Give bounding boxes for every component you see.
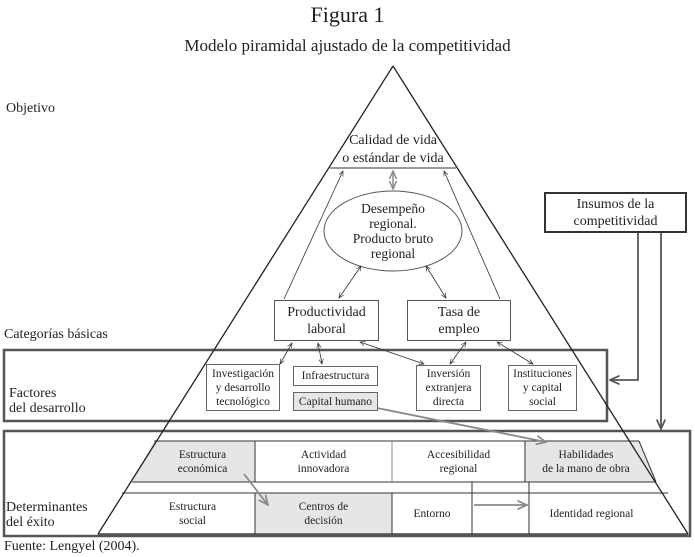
category-tasa-de-empleo: Tasa de empleo xyxy=(407,300,511,341)
row2-highlight xyxy=(255,493,392,533)
label-objetivo: Objetivo xyxy=(6,101,55,116)
factores-frame xyxy=(2,348,609,423)
arrow-ied-productividad xyxy=(360,342,424,364)
arrow-empleo-objective xyxy=(444,171,501,300)
arrow-ied-empleo xyxy=(450,342,466,364)
label-determinantes-exito: Determinantes del éxito xyxy=(6,500,88,530)
arrow-infra-productividad xyxy=(318,343,322,364)
arrow-productividad-objective xyxy=(283,171,344,300)
determinant-estructura-social: Estructura social xyxy=(168,500,217,527)
determinant-identidad-regional: Identidad regional xyxy=(549,507,634,520)
figure-title: Figura 1 xyxy=(310,2,385,27)
performance-ellipse xyxy=(323,190,463,272)
determinant-estructura-economica: Estructura económica xyxy=(177,448,228,475)
factor-capital-humano: Capital humano xyxy=(293,392,378,411)
inputs-competitividad-box: Insumos de la competitividad xyxy=(544,192,687,233)
figure-source: Fuente: Lengyel (2004). xyxy=(4,539,140,554)
arrow-estructura-centros xyxy=(243,473,268,505)
category-productividad-laboral: Productividad laboral xyxy=(274,300,379,341)
figure-subtitle: Modelo piramidal ajustado de la competit… xyxy=(184,36,511,55)
pyramid-left-edge xyxy=(97,65,394,535)
determinant-centros-de-decision: Centros de decisión xyxy=(298,500,349,527)
factor-inversion-extranjera: Inversión extranjera directa xyxy=(416,365,481,411)
determinantes-frame xyxy=(2,429,692,538)
determinant-habilidades-mano-obra: Habilidades de la mano de obra xyxy=(542,448,630,475)
arrow-idt-productividad xyxy=(280,343,292,364)
arrow-ellipse-productividad xyxy=(339,266,361,298)
objective-calidad-de-vida: Calidad de vida o estándar de vida xyxy=(342,133,444,166)
factor-investigacion-desarrollo: Investigación y desarrollo tecnológico xyxy=(206,364,280,411)
row1-highlight-left xyxy=(132,441,255,482)
determinant-accesibilidad-regional: Accesibilidad regional xyxy=(426,448,491,475)
arrow-inst-empleo xyxy=(497,342,533,364)
label-categorias-basicas: Categorías básicas xyxy=(4,327,108,342)
arrow-ellipse-empleo xyxy=(426,266,446,298)
arrow-capital-habilidades xyxy=(376,407,546,442)
label-factores-desarrollo: Factores del desarrollo xyxy=(9,386,86,416)
determinant-actividad-innovadora: Actividad innovadora xyxy=(297,448,350,475)
determinant-entorno: Entorno xyxy=(413,507,451,520)
factor-infraestructura: Infraestructura xyxy=(293,366,378,386)
row1-highlight-right xyxy=(525,441,656,482)
pyramid-right-edge xyxy=(392,65,689,535)
arrow-inputs-factores xyxy=(610,233,639,380)
factor-instituciones-capital-social: Instituciones y capital social xyxy=(508,365,577,411)
performance-regional: Desempeño regional. Producto bruto regio… xyxy=(352,201,434,261)
